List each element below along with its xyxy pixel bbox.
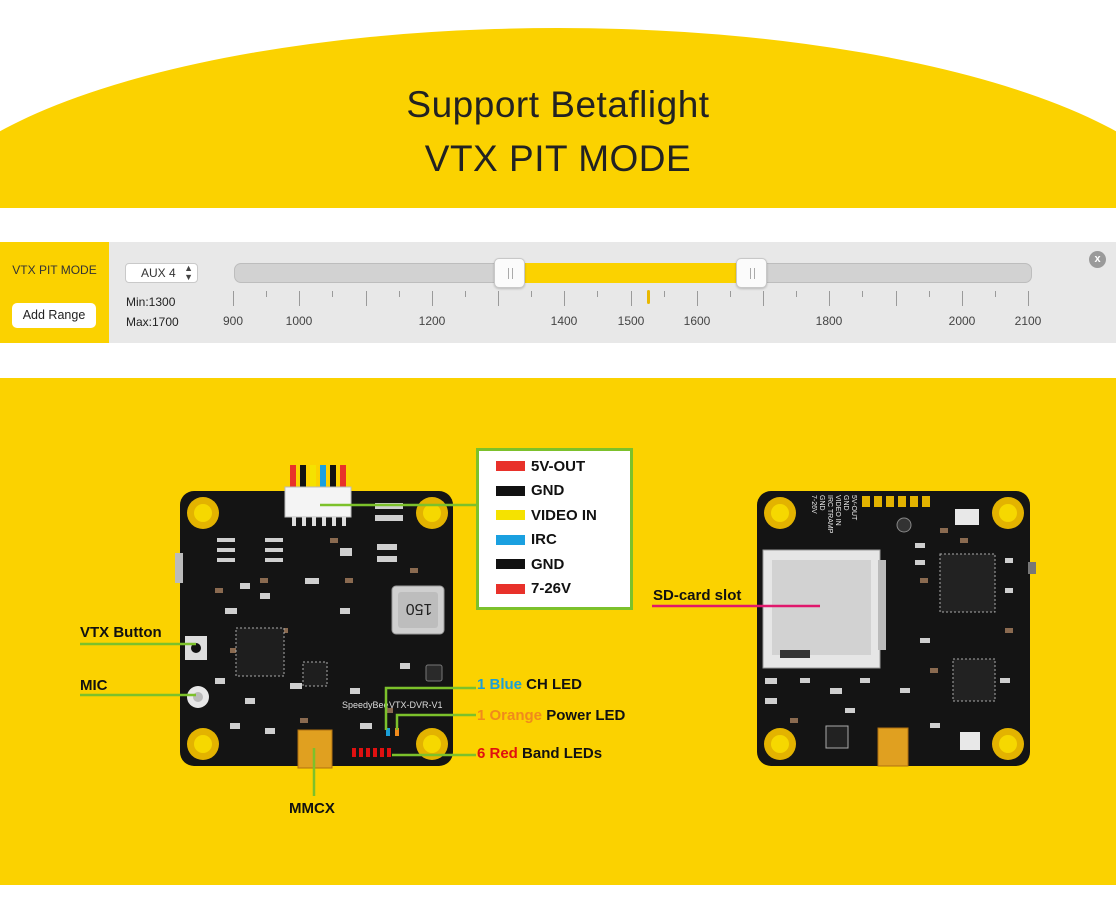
scale-tick bbox=[498, 291, 499, 306]
orange-led-desc: Power LED bbox=[542, 707, 626, 724]
scale-label: 1200 bbox=[418, 314, 446, 328]
red-led-desc: Band LEDs bbox=[517, 745, 603, 762]
scale-tick bbox=[697, 291, 698, 306]
orange-led-count: 1 Orange bbox=[477, 707, 543, 724]
select-arrows-icon: ▲▼ bbox=[184, 263, 193, 282]
mic-callout: MIC bbox=[80, 677, 108, 694]
mode-name-label: VTX PIT MODE bbox=[12, 263, 97, 277]
scale-tick bbox=[929, 291, 930, 297]
red-led-callout: 6 Red Band LEDs bbox=[477, 745, 602, 762]
range-min-handle[interactable] bbox=[494, 258, 525, 288]
back-label-2: GND bbox=[842, 495, 849, 511]
legend-swatch bbox=[496, 510, 525, 520]
current-value-marker bbox=[647, 290, 650, 304]
sd-card-callout: SD-card slot bbox=[653, 587, 742, 604]
red-led-count: 6 Red bbox=[477, 745, 518, 762]
scale-tick bbox=[597, 291, 598, 297]
scale-label: 1500 bbox=[617, 314, 645, 328]
brand-silkscreen: SpeedyBee bbox=[342, 700, 389, 710]
inductor-label: 150 bbox=[406, 600, 433, 617]
aux-selected-value: AUX 4 bbox=[141, 266, 176, 280]
scale-tick bbox=[829, 291, 830, 306]
legend-swatch bbox=[496, 461, 525, 471]
model-silkscreen: VTX-DVR-V1 bbox=[389, 700, 443, 710]
scale-label: 1600 bbox=[683, 314, 711, 328]
scale-tick bbox=[664, 291, 665, 297]
legend-row: 7-26V bbox=[496, 579, 571, 599]
scale-tick bbox=[962, 291, 963, 306]
scale-tick bbox=[266, 291, 267, 297]
mmcx-callout: MMCX bbox=[289, 800, 335, 817]
scale-label: 1400 bbox=[550, 314, 578, 328]
legend-swatch bbox=[496, 534, 525, 545]
front-board: 150 SpeedyBee VTX-DVR-V1 bbox=[80, 465, 476, 796]
orange-led-callout: 1 Orange Power LED bbox=[477, 707, 625, 724]
range-max-label: Max:1700 bbox=[126, 315, 179, 329]
header-banner: Support Betaflight VTX PIT MODE bbox=[0, 0, 1116, 208]
add-range-button[interactable]: Add Range bbox=[12, 303, 96, 328]
legend-label: 7-26V bbox=[531, 580, 572, 597]
back-label-3: VIDEO IN bbox=[834, 495, 841, 526]
board-illustration: 150 SpeedyBee VTX-DVR-V1 bbox=[80, 465, 1036, 796]
legend-label: GND bbox=[531, 555, 565, 573]
aux-channel-select[interactable]: AUX 4 ▲▼ bbox=[125, 263, 198, 283]
scale-tick bbox=[896, 291, 897, 306]
back-label-6: 7-26V bbox=[810, 495, 817, 514]
legend-label: IRC bbox=[531, 531, 557, 548]
scale-tick bbox=[564, 291, 565, 306]
range-slider-selection bbox=[509, 263, 752, 283]
range-max-handle[interactable] bbox=[736, 258, 767, 288]
scale-tick bbox=[862, 291, 863, 297]
legend-label: 5V-OUT bbox=[531, 457, 586, 475]
remove-range-button[interactable]: x bbox=[1089, 251, 1106, 268]
legend-swatch bbox=[496, 559, 525, 569]
header-title-line2: VTX PIT MODE bbox=[424, 138, 692, 179]
back-label-4: IRC TRAMP bbox=[826, 495, 833, 534]
scale-tick bbox=[763, 291, 764, 306]
legend-row: 5V-OUT bbox=[496, 456, 585, 476]
scale-label: 900 bbox=[222, 314, 244, 328]
back-label-1: 5V-OUT bbox=[850, 495, 857, 521]
scale-tick bbox=[1028, 291, 1029, 306]
header-title-line1: Support Betaflight bbox=[406, 84, 710, 125]
blue-led-count: 1 Blue bbox=[477, 676, 523, 693]
scale-tick bbox=[432, 291, 433, 306]
range-min-label: Min:1300 bbox=[126, 295, 176, 309]
legend-swatch bbox=[496, 583, 525, 594]
back-label-5: GND bbox=[818, 495, 825, 511]
scale-label: 1800 bbox=[815, 314, 843, 328]
vtx-button-callout: VTX Button bbox=[80, 624, 162, 641]
legend-label: VIDEO IN bbox=[531, 506, 597, 524]
blue-led-callout: 1 Blue CH LED bbox=[477, 676, 582, 693]
scale-label: 2000 bbox=[948, 314, 976, 328]
legend-swatch bbox=[496, 485, 525, 496]
scale-tick bbox=[995, 291, 996, 297]
legend-row: GND bbox=[496, 554, 564, 574]
legend-row: IRC bbox=[496, 530, 557, 550]
scale-tick bbox=[233, 291, 234, 306]
scale-tick bbox=[366, 291, 367, 306]
pit-mode-panel: VTX PIT MODE Add Range AUX 4 ▲▼ Min:1300… bbox=[0, 242, 1116, 343]
scale-tick bbox=[299, 291, 300, 306]
scale-label: 2100 bbox=[1014, 314, 1042, 328]
scale-tick bbox=[399, 291, 400, 297]
legend-row: GND bbox=[496, 481, 564, 501]
scale-tick bbox=[531, 291, 532, 297]
scale-tick bbox=[631, 291, 632, 306]
scale-tick bbox=[465, 291, 466, 297]
mode-sidebar: VTX PIT MODE Add Range bbox=[0, 242, 109, 343]
blue-led-desc: CH LED bbox=[522, 676, 583, 693]
scale-tick bbox=[730, 291, 731, 297]
legend-row: VIDEO IN bbox=[496, 505, 597, 525]
wire-legend: 5V-OUT GND VIDEO IN IRC GND 7-26V bbox=[476, 448, 633, 610]
scale-tick bbox=[332, 291, 333, 297]
legend-label: GND bbox=[531, 482, 565, 499]
scale-tick bbox=[796, 291, 797, 297]
board-diagram-section: 150 SpeedyBee VTX-DVR-V1 bbox=[0, 378, 1116, 885]
scale-label: 1000 bbox=[285, 314, 313, 328]
back-board: 5V-OUT GND VIDEO IN IRC TRAMP GND 7-26V bbox=[652, 491, 1036, 767]
